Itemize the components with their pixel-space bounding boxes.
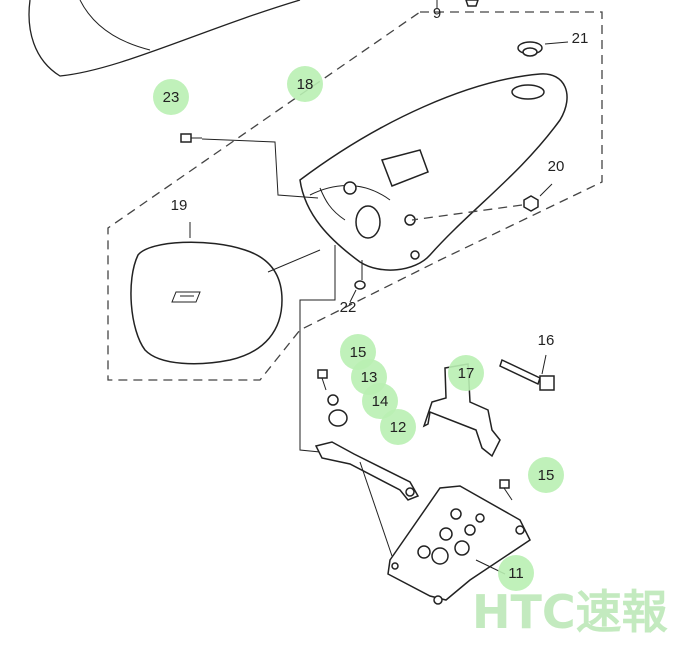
leader-16: [541, 354, 547, 375]
assembly-boundary: [107, 11, 603, 381]
plate-bracket-11: [387, 485, 531, 605]
callout-highlight: [448, 355, 484, 391]
bush-14: [328, 409, 348, 427]
bolt-15-lower: [499, 479, 513, 501]
callout-number: 12: [390, 419, 407, 436]
collar-13: [327, 394, 339, 406]
leader-22: [349, 289, 357, 303]
callout-number: 21: [572, 30, 589, 47]
stay-12: [314, 441, 420, 501]
leader-20-link: [411, 204, 523, 221]
callout-number: 22: [340, 299, 357, 316]
callout-number: 14: [372, 393, 389, 410]
callout-number: 16: [538, 332, 555, 349]
callout-number: 15: [538, 467, 555, 484]
bracket-17: [422, 363, 501, 458]
leader-19-link: [267, 249, 321, 273]
callout-highlight: [153, 79, 189, 115]
bolt-15-top: [317, 369, 328, 391]
leader-23: [201, 138, 319, 199]
leader-21: [544, 41, 569, 45]
watermark: HTC速報: [472, 585, 668, 639]
callout-number: 20: [548, 158, 565, 175]
seat-outline: [28, 0, 301, 77]
callout-number: 17: [458, 365, 475, 382]
seat-cap-19: [130, 241, 283, 365]
part-9-fragment: [465, 0, 479, 7]
grommet: [517, 41, 543, 57]
callout-highlight: [380, 409, 416, 445]
callout-highlight: [362, 383, 398, 419]
leader-11-left: [359, 461, 393, 557]
callout-highlight: [528, 457, 564, 493]
bolt-23: [180, 133, 202, 143]
callout-number: 11: [508, 565, 524, 582]
callout-highlight: [287, 66, 323, 102]
callout-number: 23: [163, 89, 180, 106]
washer-22: [354, 280, 366, 290]
callout-number: 13: [361, 369, 378, 386]
nut-20: [523, 195, 539, 212]
callout-number: 15: [350, 344, 367, 361]
leader-20: [539, 183, 553, 197]
callout-number: 18: [297, 76, 314, 93]
tail-cowl: [299, 73, 568, 271]
callout-highlight: [498, 555, 534, 591]
mount-leader: [299, 245, 336, 453]
cable-tie-16: [499, 358, 555, 391]
callout-number: 9: [433, 5, 441, 22]
callout-number: 19: [171, 197, 188, 214]
seat-outline-inner: [79, 0, 151, 51]
